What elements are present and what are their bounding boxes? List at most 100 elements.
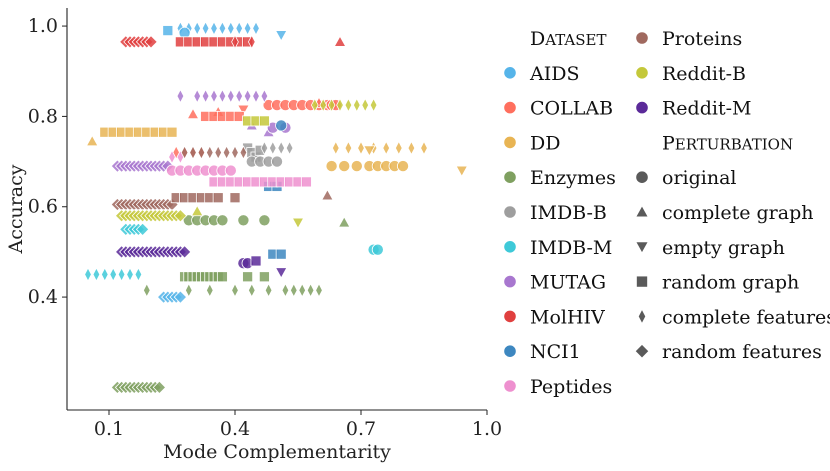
point-mutag-complete-features <box>226 88 235 104</box>
legend-marker-original <box>635 170 649 184</box>
legend-label: Reddit-M <box>662 98 751 120</box>
legend-item-mutag: MUTAG <box>503 272 606 294</box>
point-proteins-complete-features <box>189 145 197 160</box>
legend-item-imdb-b: IMDB-B <box>503 202 607 224</box>
legend-item-molhiv: MolHIV <box>503 306 605 328</box>
point-aids-complete-features <box>226 21 235 36</box>
legend-item-random-graph: random graph <box>636 272 799 294</box>
point-proteins-complete-features <box>205 145 214 160</box>
legend-dataset-title: DATASET <box>530 28 607 50</box>
point-proteins-complete-features <box>197 145 206 160</box>
point-enzymes-random-features <box>152 380 167 395</box>
point-dd-original <box>325 160 338 173</box>
point-mutag-complete-features <box>243 88 252 104</box>
point-imdb-m-random-features <box>135 222 150 237</box>
point-dd-complete-features <box>331 140 340 156</box>
point-aids-complete-features <box>218 21 227 36</box>
legend-item-imdb-m: IMDB-M <box>503 237 612 259</box>
legend-label: IMDB-M <box>530 237 612 259</box>
legend-section-title: PERTURBATION <box>662 132 793 154</box>
point-nci1-original <box>275 119 288 132</box>
point-imdb-m-original <box>371 243 384 256</box>
point-reddit-b-complete-features <box>352 97 361 113</box>
legend-label: Peptides <box>530 376 612 398</box>
legend-marker-collab <box>503 101 517 115</box>
point-enzymes-complete-features <box>184 282 193 298</box>
point-dd-complete-features <box>420 140 428 156</box>
point-dd-empty-graph <box>363 145 376 157</box>
point-dd-original <box>338 160 351 173</box>
y-tick-label: 0.8 <box>28 105 58 127</box>
point-mutag-complete-features <box>252 88 260 104</box>
legend-label: IMDB-B <box>530 202 607 224</box>
point-enzymes-complete-features <box>142 282 151 298</box>
y-axis-ticks: 0.4 0.6 0.8 1.0 <box>28 15 67 308</box>
point-collab-complete-graph <box>186 107 200 120</box>
y-tick-label: 1.0 <box>28 15 58 37</box>
point-mutag-complete-features <box>201 88 210 104</box>
legend-label: complete graph <box>662 202 813 224</box>
point-reddit-m-random-features <box>177 245 192 259</box>
point-enzymes-original <box>237 214 250 227</box>
legend-item-original: original <box>635 167 736 189</box>
point-proteins-random-graph <box>212 192 224 204</box>
point-dd-complete-features <box>344 140 353 156</box>
legend-marker-empty-graph <box>635 241 649 254</box>
point-enzymes-complete-features <box>298 282 307 298</box>
point-reddit-b-complete-features <box>310 97 319 113</box>
y-axis-label: Accuracy <box>5 164 27 254</box>
point-aids-empty-graph <box>274 30 288 42</box>
legend-marker-reddit-b <box>635 66 649 80</box>
point-imdb-b-complete-features <box>277 140 286 156</box>
legend-marker-dd <box>503 135 517 149</box>
point-imdb-m-complete-features <box>126 267 134 282</box>
legend-label: Enzymes <box>530 167 616 189</box>
point-enzymes-complete-features <box>289 282 298 298</box>
legend-marker-molhiv <box>503 309 517 323</box>
y-tick-label: 0.4 <box>28 286 58 308</box>
x-tick-label: 0.7 <box>346 418 376 440</box>
legend-item-enzymes: Enzymes <box>503 167 616 189</box>
point-reddit-b-complete-features <box>344 97 353 113</box>
point-reddit-b-complete-features <box>319 97 328 113</box>
point-molhiv-complete-features <box>231 34 239 50</box>
legend-item-peptides: Peptides <box>503 376 612 398</box>
point-dd-random-graph <box>166 126 178 138</box>
point-reddit-b-complete-features <box>327 97 336 113</box>
point-reddit-m-empty-graph <box>274 267 288 279</box>
point-aids-complete-features <box>235 21 244 36</box>
point-enzymes-complete-features <box>264 282 273 298</box>
legend-section-title: DATASET <box>530 28 607 50</box>
y-tick-label: 0.6 <box>28 196 58 218</box>
point-enzymes-complete-features <box>315 282 323 298</box>
point-enzymes-complete-graph <box>337 216 351 228</box>
legend-marker-reddit-m <box>635 101 649 115</box>
point-aids-complete-features <box>210 21 218 36</box>
legend-item-proteins: Proteins <box>635 28 742 50</box>
point-enzymes-random-graph <box>258 271 270 283</box>
point-reddit-b-complete-features <box>361 97 370 113</box>
legend-item-complete-features: complete features <box>637 306 830 328</box>
point-dd-empty-graph <box>455 165 469 178</box>
legend: DATASETAIDSCOLLABDDEnzymesIMDB-BIMDB-MMU… <box>503 28 830 398</box>
point-imdb-b-complete-features <box>285 140 294 156</box>
point-reddit-b-random-graph <box>258 115 270 127</box>
point-proteins-complete-features <box>231 145 239 160</box>
point-aids-complete-features <box>243 21 252 36</box>
legend-item-nci1: NCI1 <box>503 341 581 363</box>
legend-label: random features <box>662 341 822 363</box>
legend-label: Reddit-B <box>662 63 746 85</box>
point-imdb-b-original <box>270 155 283 168</box>
legend-label: DD <box>530 132 560 154</box>
point-aids-complete-features <box>252 21 260 36</box>
legend-label: empty graph <box>662 237 785 259</box>
point-dd-complete-features <box>382 140 391 156</box>
legend-marker-proteins <box>635 31 649 45</box>
legend-marker-complete-features <box>637 308 647 325</box>
legend-item-aids: AIDS <box>503 63 579 85</box>
point-aids-random-features <box>173 290 188 304</box>
point-collab-complete-features <box>172 145 181 160</box>
legend-perturbation-title: PERTURBATION <box>662 132 793 154</box>
